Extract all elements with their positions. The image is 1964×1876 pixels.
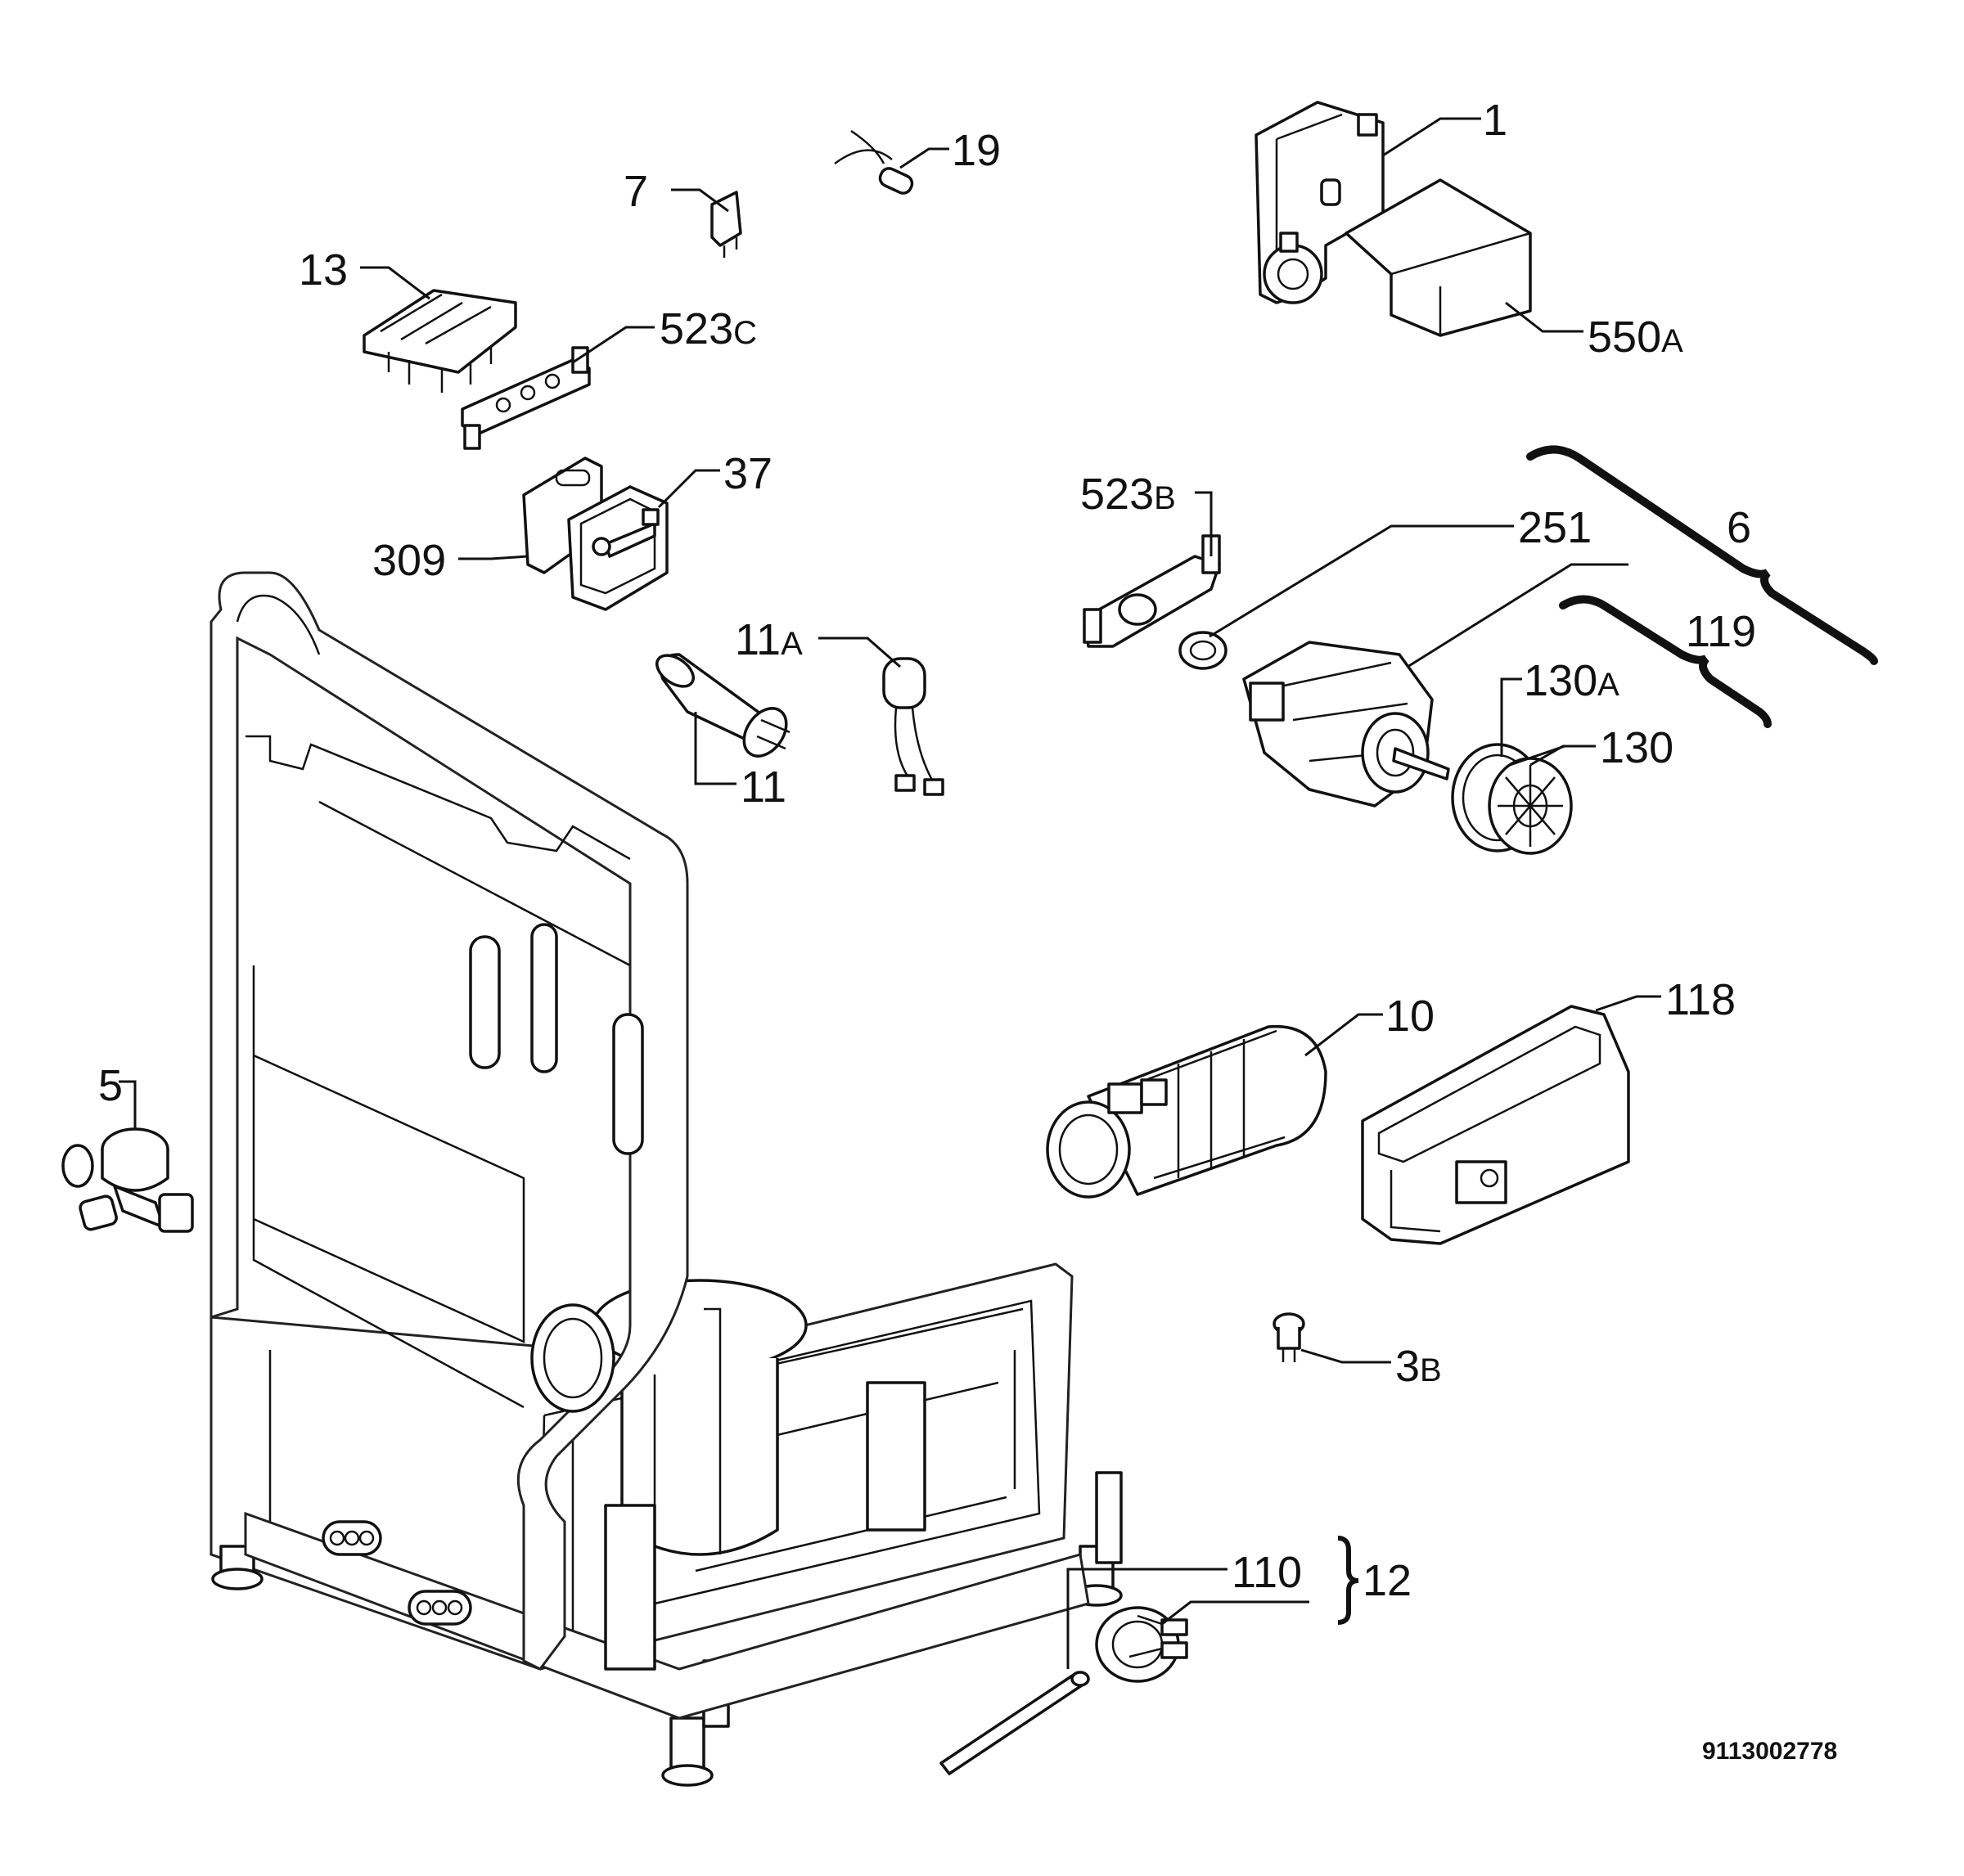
part-12-pressure-switch — [1095, 1606, 1188, 1683]
label-309: 309 — [372, 536, 446, 585]
part-5-inlet-valve — [61, 1127, 194, 1233]
label-550A: 550A — [1588, 313, 1683, 362]
part-3B-thermostat — [1273, 1312, 1305, 1362]
grouping-braces — [1337, 445, 1878, 1625]
label-118: 118 — [1665, 975, 1736, 1024]
label-251: 251 — [1518, 503, 1592, 552]
part-1-programmer — [1255, 101, 1385, 304]
part-11A-suppressor — [882, 657, 944, 796]
label-130: 130 — [1600, 723, 1673, 772]
base-panel-holes — [322, 1520, 472, 1626]
label-12: 12 — [1363, 1556, 1412, 1605]
label-130A: 130A — [1524, 656, 1619, 705]
part-130-impeller — [1451, 743, 1573, 855]
part-251-grommet — [1178, 631, 1228, 670]
label-11A: 11A — [735, 615, 803, 664]
label-3B: 3B — [1395, 1342, 1442, 1391]
label-5: 5 — [98, 1061, 123, 1110]
part-110-hose — [939, 1671, 1090, 1775]
part-11-capacitor — [655, 653, 791, 758]
label-523C: 523C — [660, 304, 757, 353]
label-6: 6 — [1727, 503, 1751, 552]
label-110: 110 — [1232, 1548, 1302, 1597]
part-labels: 1 550A 19 7 13 523C 37 309 523B 251 6 11… — [98, 96, 1837, 1765]
label-1: 1 — [1483, 96, 1507, 145]
part-523C-bracket — [461, 346, 591, 450]
leader-lines — [119, 117, 1661, 1669]
diagram-code: 9113002778 — [1702, 1738, 1837, 1765]
label-119: 119 — [1686, 607, 1756, 656]
part-37-switch-housing — [567, 485, 669, 611]
label-13: 13 — [299, 245, 348, 295]
part-10-heater — [1046, 1024, 1327, 1199]
tank-base-frame — [209, 571, 1123, 1787]
label-7: 7 — [624, 167, 648, 216]
part-13-switch-block — [363, 289, 517, 393]
part-550A-module — [1345, 178, 1532, 337]
part-6-circulation-motor — [1242, 641, 1450, 808]
label-523B: 523B — [1080, 470, 1176, 519]
label-19: 19 — [952, 126, 1001, 175]
part-523B-bracket — [1083, 534, 1221, 648]
label-37: 37 — [723, 449, 773, 498]
part-19-wire-connector — [834, 129, 914, 195]
label-10: 10 — [1385, 992, 1435, 1041]
label-11: 11 — [741, 763, 786, 812]
part-118-dispenser — [1361, 1005, 1630, 1245]
